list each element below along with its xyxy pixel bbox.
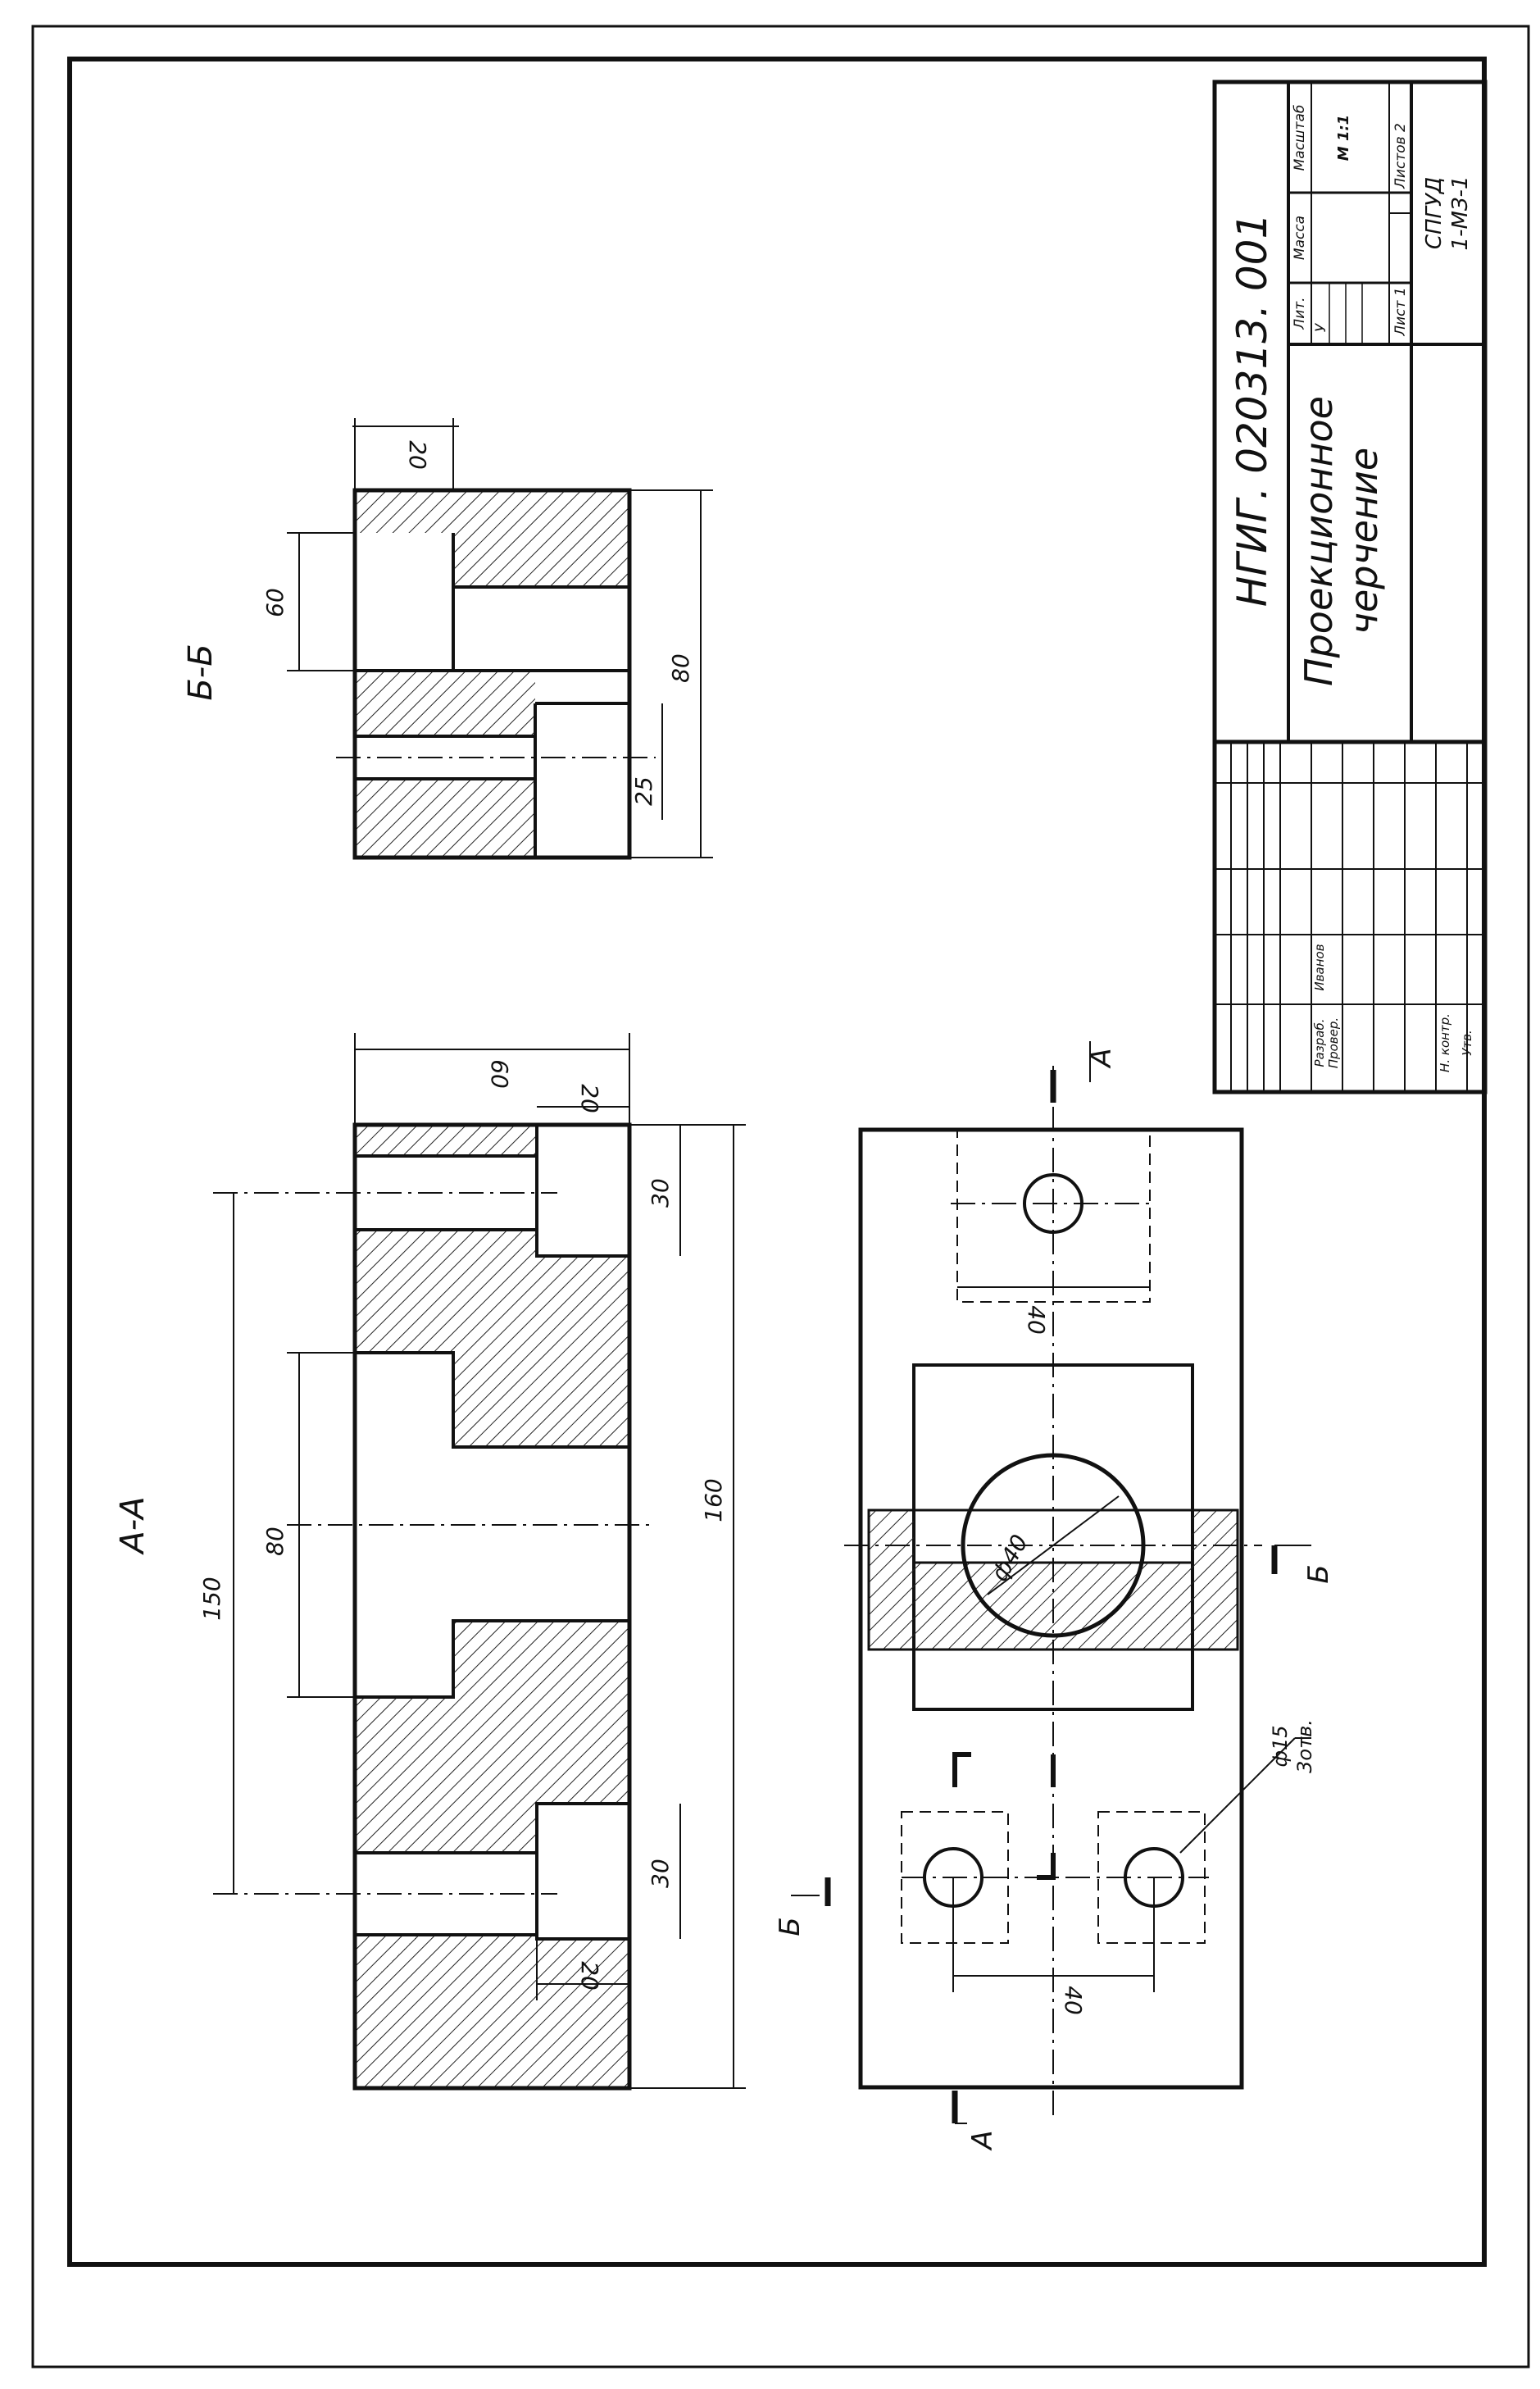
- plan-dim-phi15: ф15: [1269, 1725, 1292, 1767]
- aa-dim-150: 150: [198, 1577, 225, 1620]
- plan-view: 40 40 ф40 ф15 3отв. А А Б Б: [774, 1041, 1335, 2151]
- doc-name-line1: Проекционное: [1297, 396, 1341, 686]
- cut-a-top: А: [1085, 1048, 1118, 1068]
- aa-dim-30-bottom: 30: [647, 1859, 674, 1888]
- sheet-label: Лист 1: [1392, 287, 1409, 336]
- bb-dim-20: 20: [404, 440, 431, 470]
- doc-number: НГИГ. 020313. 001: [1229, 213, 1276, 607]
- plan-dim-40-bottom: 40: [1060, 1986, 1087, 2015]
- aa-dim-60: 60: [486, 1059, 513, 1089]
- aa-dim-20-top: 20: [576, 1084, 603, 1113]
- aa-dim-20-bottom: 20: [576, 1961, 603, 1991]
- doc-name-line2: черчение: [1342, 448, 1386, 635]
- mass-label: Масса: [1292, 216, 1308, 260]
- lit-value: У: [1313, 322, 1329, 332]
- row-role-4: Утв.: [1460, 1030, 1474, 1056]
- outer-frame: [31, 25, 1530, 2369]
- aa-dim-30-top: 30: [647, 1178, 674, 1208]
- row-name-1: Иванов: [1312, 944, 1327, 990]
- scale-label: Масштаб: [1292, 105, 1308, 171]
- plan-dim-40-top: 40: [1023, 1305, 1050, 1335]
- org-line1: СПГУД: [1422, 177, 1447, 249]
- row-role-2: Провер.: [1326, 1017, 1341, 1068]
- bb-dim-80: 80: [667, 653, 694, 683]
- inner-frame: [67, 57, 1487, 2267]
- section-aa-view: 150 80 160 60 20 20 30 30 А-А: [114, 1033, 746, 2091]
- bb-section-label: Б-Б: [182, 644, 220, 700]
- aa-dim-160: 160: [700, 1478, 727, 1522]
- aa-section-label: А-А: [114, 1496, 152, 1555]
- cut-b-right: Б: [1302, 1564, 1335, 1583]
- title-block: НГИГ. 020313. 001 Проекционное черчение …: [1212, 80, 1488, 1094]
- row-role-1: Разраб.: [1312, 1019, 1327, 1067]
- org-line2: 1-МЗ-1: [1448, 176, 1473, 251]
- section-bb-view: 20 60 80 25 Б-Б: [182, 418, 713, 860]
- cut-a-bottom: А: [966, 2130, 999, 2150]
- cut-b-left: Б: [774, 1917, 806, 1936]
- bb-dim-25: 25: [630, 776, 657, 806]
- aa-dim-80: 80: [261, 1527, 288, 1556]
- bb-dim-60: 60: [261, 588, 288, 617]
- scale-value: М 1:1: [1335, 115, 1352, 161]
- lit-label: Лит.: [1292, 297, 1308, 330]
- plan-dim-holes: 3отв.: [1293, 1719, 1316, 1773]
- row-role-3: Н. контр.: [1438, 1013, 1452, 1072]
- sheets-label: Листов 2: [1392, 123, 1409, 189]
